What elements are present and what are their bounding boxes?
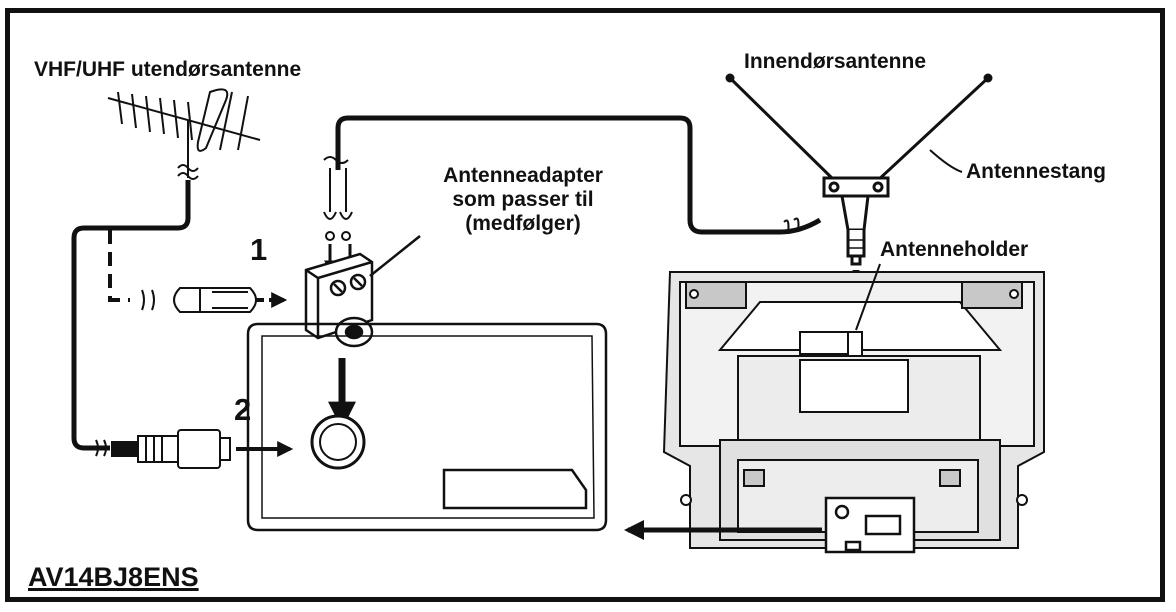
- label-step-1: 1: [250, 232, 268, 267]
- label-adapter-line-2: som passer til: [452, 188, 594, 212]
- adapter-pointer-line: [369, 235, 421, 277]
- label-antenna-adapter: Antenneadapter som passer til (medfølger…: [414, 164, 632, 236]
- label-outdoor-antenna: VHF/UHF utendørsantenne: [34, 58, 302, 81]
- label-adapter-line-1: Antenneadapter: [443, 164, 603, 187]
- label-antenna-holder: Antenneholder: [880, 238, 1029, 261]
- tv-rear-panel-outline: [246, 322, 608, 532]
- antenna-holder-pointer: [855, 263, 881, 331]
- spade-lug-leads-icon: [323, 156, 353, 241]
- coax-plug-icon: [95, 429, 231, 469]
- indoor-antenna-icon: [725, 73, 993, 266]
- label-antenna-rod: Antennestang: [966, 160, 1107, 183]
- tv-rear-view-icon: [662, 271, 1045, 549]
- antenna-rod-pointer: [929, 149, 963, 173]
- antenna-input-socket-icon: [310, 414, 366, 470]
- label-step-2: 2: [234, 392, 252, 427]
- label-indoor-antenna: Innendørsantenne: [744, 50, 927, 73]
- outdoor-antenna-icon: [107, 88, 261, 180]
- antenna-terminal-box-icon: [824, 496, 916, 554]
- model-number: AV14BJ8ENS: [28, 562, 199, 592]
- label-adapter-line-3: (medfølger): [465, 212, 581, 236]
- antenna-adapter-icon: [304, 252, 374, 348]
- flat-feeder-cable-icon: [173, 287, 257, 313]
- outdoor-feed-cable: [71, 180, 191, 451]
- alternative-cable-dashed: [108, 230, 130, 302]
